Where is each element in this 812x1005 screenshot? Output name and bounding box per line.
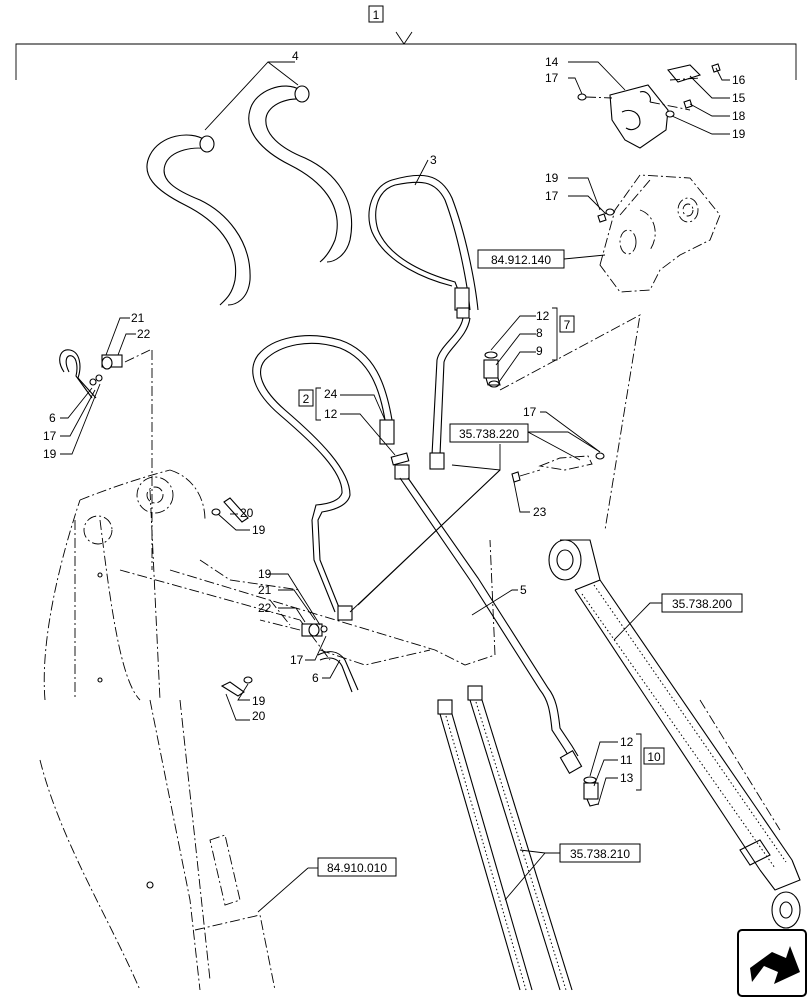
next-page-arrow-icon[interactable] <box>737 929 807 997</box>
callout-13: 13 <box>620 771 634 785</box>
bleed-fitting-35-738-220 <box>511 452 605 483</box>
callout-11: 11 <box>620 753 633 767</box>
cylinder-35-738-200 <box>548 539 801 929</box>
fitting-group-7: 12 8 9 7 <box>483 307 575 388</box>
callout-19-f: 19 <box>252 694 266 708</box>
callout-1: 1 <box>373 8 380 22</box>
section-ref-35-738-220: 35.738.220 <box>459 427 519 441</box>
callout-6-a: 6 <box>49 411 56 425</box>
tube-5 <box>390 452 583 775</box>
callout-10: 10 <box>647 750 661 764</box>
callout-12-c: 12 <box>620 735 634 749</box>
mounting-bracket-14 <box>577 63 721 149</box>
callout-19-a: 19 <box>732 127 746 141</box>
callout-17-c: 17 <box>43 429 57 443</box>
callout-8: 8 <box>536 326 543 340</box>
callout-3: 3 <box>430 153 437 167</box>
casting-84-912-140 <box>597 174 721 293</box>
callout-19-d: 19 <box>258 567 272 581</box>
callout-20-upper: 20 <box>240 506 254 520</box>
hose-4-right <box>248 85 352 263</box>
section-ref-84-912-140: 84.912.140 <box>491 253 551 267</box>
callout-19-e: 19 <box>252 523 266 537</box>
section-ref-35-738-200: 35.738.200 <box>672 597 732 611</box>
clip-left <box>59 349 151 399</box>
callout-23-text: 23 <box>533 505 547 519</box>
callout-21-a: 21 <box>131 311 145 325</box>
hose-4-left <box>146 134 251 306</box>
callout-20-lower-text: 20 <box>252 709 266 723</box>
callout-12-b: 12 <box>536 309 550 323</box>
callout-6-b: 6 <box>312 671 319 685</box>
callout-2: 2 <box>303 392 310 406</box>
callout-17-b: 17 <box>545 189 559 203</box>
assembly-bracket: 1 <box>15 5 797 80</box>
callout-9: 9 <box>536 344 543 358</box>
clip-center <box>259 619 359 693</box>
callout-12-a: 12 <box>324 407 338 421</box>
callout-18: 18 <box>732 109 746 123</box>
callout-22-b: 22 <box>258 601 272 615</box>
tube-24 <box>252 335 395 621</box>
hose-35-738-210 <box>437 685 573 991</box>
callout-15: 15 <box>732 91 746 105</box>
fitting-group-10: 12 11 13 10 <box>583 733 665 807</box>
bolt-20-upper <box>211 497 249 523</box>
callout-14: 14 <box>545 55 559 69</box>
callout-22-a: 22 <box>137 327 151 341</box>
callout-4: 4 <box>292 49 299 63</box>
section-ref-35-738-210: 35.738.210 <box>570 847 630 861</box>
callout-5: 5 <box>520 583 527 597</box>
callout-19-b: 19 <box>545 171 559 185</box>
section-ref-84-910-010: 84.910.010 <box>327 861 387 875</box>
callout-19-c: 19 <box>43 447 57 461</box>
callout-24: 24 <box>324 387 338 401</box>
callout-17-d: 17 <box>290 653 304 667</box>
tube-3 <box>368 174 479 470</box>
callout-21-b: 21 <box>258 583 272 597</box>
callout-20-lower: 20 <box>252 709 265 723</box>
callout-17-a: 17 <box>545 71 559 85</box>
bolt-20-lower <box>220 676 253 697</box>
callout-7: 7 <box>564 318 571 332</box>
callout-16: 16 <box>732 73 746 87</box>
group-2-callouts: 2 24 12 <box>298 387 396 456</box>
boom-arm <box>39 469 331 991</box>
callout-17-e: 17 <box>523 405 537 419</box>
